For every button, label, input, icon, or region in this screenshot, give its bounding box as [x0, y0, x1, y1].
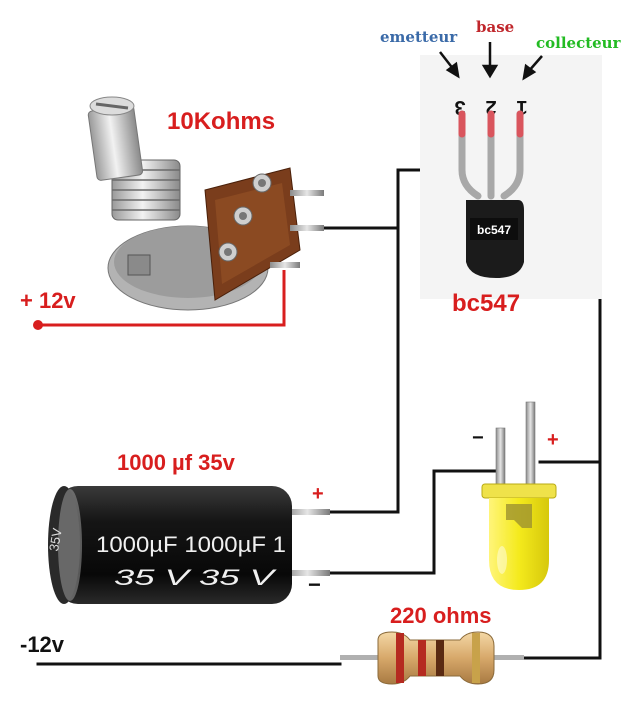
base-label: base	[476, 18, 514, 36]
led	[481, 401, 557, 590]
capacitor-minus-label: −	[308, 572, 321, 597]
pot-terminals	[218, 173, 272, 262]
resistor-band-2	[418, 640, 426, 676]
resistor-band-1	[396, 633, 404, 683]
pin-number-1: 1	[516, 96, 527, 118]
led-plus-label: +	[547, 429, 559, 451]
minus-supply-label: -12v	[20, 632, 65, 657]
pot-pin-mid	[290, 225, 324, 231]
capacitor-print-line2: 35 V 35 V	[114, 565, 278, 590]
capacitor-body	[58, 486, 292, 604]
pot-pin-bottom	[270, 262, 300, 268]
resistor	[340, 631, 524, 685]
transistor-panel: emetteur base collecteur 3 2 1 bc547	[380, 18, 622, 299]
led-rim	[481, 483, 557, 499]
resistor-label: 220 ohms	[390, 603, 492, 628]
capacitor-plus-label: +	[312, 483, 324, 505]
capacitor-print-line1: 1000µF 1000µF 1	[96, 532, 286, 557]
led-minus-label: −	[472, 427, 484, 449]
capacitor-side-print: 35V	[46, 527, 65, 553]
transistor-leads	[458, 110, 524, 200]
pin-number-3: 3	[454, 96, 465, 118]
wire-led-minus-to-cap-minus	[328, 469, 502, 575]
resistor-band-3	[436, 640, 444, 676]
resistor-band-4	[472, 633, 480, 683]
led-body	[489, 498, 549, 590]
transistor-body-text: bc547	[477, 223, 511, 237]
transistor-label: bc547	[452, 290, 520, 317]
wire-plus-supply	[38, 270, 286, 327]
capacitor: 35V 1000µF 1000µF 1 35 V 35 V	[46, 486, 330, 604]
collector-label: collecteur	[536, 34, 622, 52]
plus-supply-label: + 12v	[20, 288, 76, 313]
potentiometer	[87, 96, 324, 311]
pin-arrows	[439, 42, 543, 81]
emitter-label: emetteur	[380, 28, 458, 46]
potentiometer-label: 10Kohms	[167, 108, 275, 135]
plus-supply-dot	[33, 320, 43, 330]
pot-pin-top	[290, 190, 324, 196]
pot-shaft	[87, 105, 144, 181]
pin-number-2: 2	[485, 96, 496, 118]
wire-emitter-to-cap-plus	[328, 226, 400, 514]
capacitor-label: 1000 µf 35v	[117, 450, 236, 475]
